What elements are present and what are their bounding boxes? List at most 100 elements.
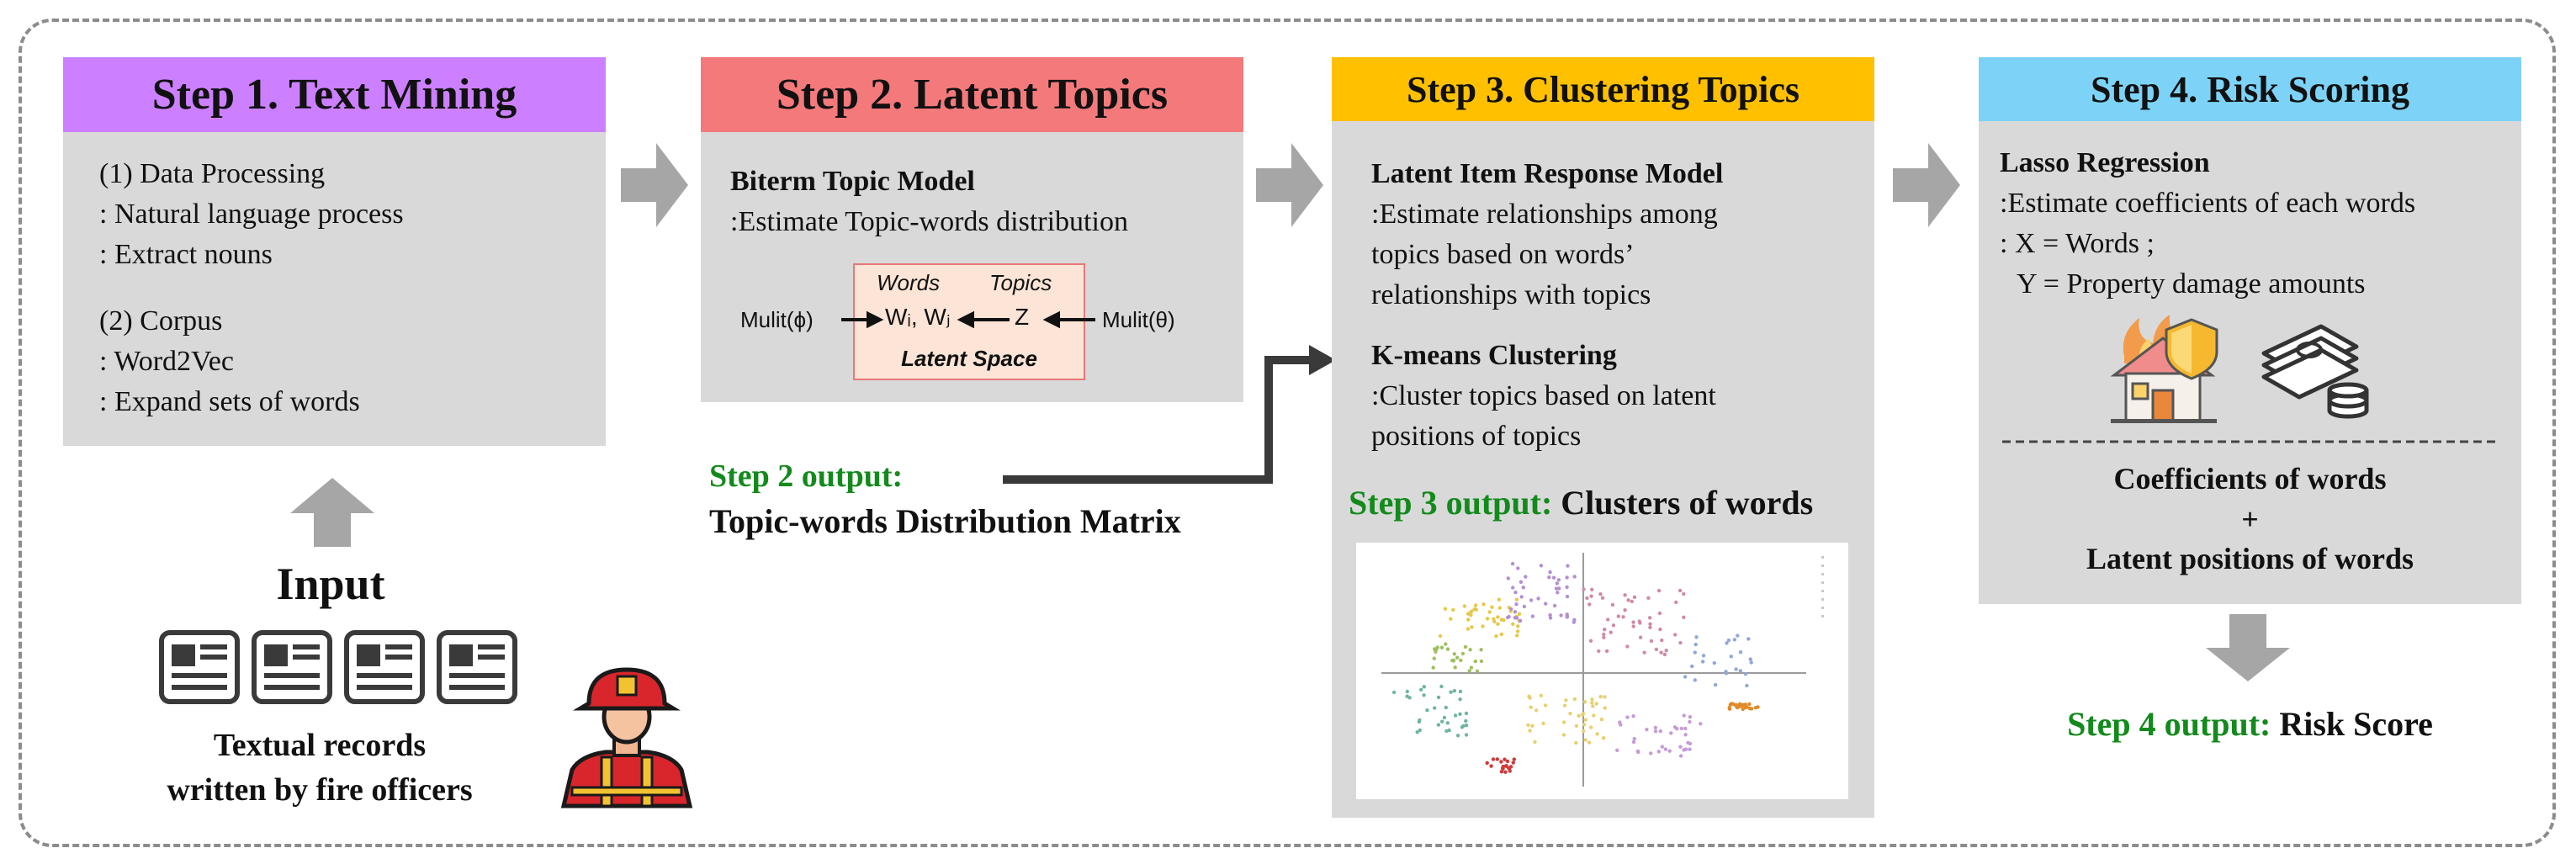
scatter-point — [1741, 707, 1745, 712]
scatter-point — [1491, 757, 1496, 761]
scatter-point — [1462, 604, 1467, 608]
scatter-point — [1452, 689, 1457, 693]
scatter-point — [1435, 645, 1439, 649]
scatter-point — [1693, 642, 1698, 647]
scatter-point — [1530, 724, 1534, 728]
scatter-point — [1606, 618, 1610, 622]
scatter-point — [1559, 613, 1563, 618]
step3-title: Step 3. Clustering Topics — [1407, 68, 1799, 110]
scatter-point — [1544, 602, 1548, 606]
scatter-point — [1422, 693, 1426, 697]
scatter-point — [1590, 587, 1594, 591]
scatter-point — [1501, 764, 1505, 769]
scatter-point — [1631, 624, 1635, 628]
scatter-point — [1693, 678, 1697, 682]
scatter-point — [1452, 652, 1456, 656]
scatter-point — [1511, 586, 1515, 590]
step4-result-plus: + — [2241, 502, 2259, 536]
scatter-point — [1572, 575, 1577, 579]
scatter-point — [1502, 618, 1506, 623]
down-arrow-icon — [2206, 614, 2290, 681]
scatter-point — [1548, 612, 1552, 618]
scatter-point — [1479, 659, 1484, 664]
scatter-point — [1587, 740, 1592, 745]
step2-model-name: Biterm Topic Model — [730, 166, 975, 197]
scatter-point — [1699, 722, 1703, 726]
scatter-point — [1512, 757, 1516, 761]
scatter-point — [1555, 581, 1559, 586]
scatter-point — [1621, 615, 1625, 619]
scatter-point — [1419, 687, 1423, 692]
scatter-point — [1469, 613, 1473, 618]
scatter-point — [1504, 764, 1508, 768]
scatter-point — [1533, 739, 1537, 745]
scatter-point — [1514, 602, 1519, 607]
newspaper-icon — [159, 630, 240, 704]
scatter-point — [1701, 654, 1706, 658]
step4-model-name: Lasso Regression — [2000, 147, 2210, 178]
scatter-point — [1598, 695, 1603, 699]
scatter-point — [1743, 671, 1748, 676]
scatter-point — [1556, 578, 1561, 582]
scatter-point — [1422, 685, 1426, 689]
scatter-point — [1589, 725, 1593, 729]
scatter-point — [1631, 714, 1635, 718]
scatter-point — [1433, 647, 1437, 651]
scatter-point — [1489, 764, 1493, 768]
input-caption-line1: Textual records — [213, 728, 427, 763]
scatter-point — [1582, 729, 1586, 734]
scatter-point — [1615, 748, 1619, 752]
scatter-point — [1528, 729, 1532, 733]
scatter-point — [1534, 708, 1539, 713]
scatter-point — [1603, 706, 1607, 710]
scatter-point — [1582, 723, 1587, 727]
scatter-point — [1682, 748, 1686, 752]
scatter-point — [1464, 733, 1469, 737]
topic-z-symbol: Z — [1015, 304, 1030, 330]
step4-output-value: Risk Score — [2279, 705, 2433, 743]
scatter-point — [1509, 607, 1513, 612]
scatter-point — [1514, 597, 1519, 602]
scatter-point — [1667, 749, 1672, 753]
money-icon — [2261, 324, 2369, 419]
scatter-point — [1524, 575, 1528, 579]
scatter-point — [1511, 622, 1515, 626]
scatter-point — [1451, 607, 1455, 612]
scatter-point — [1543, 703, 1548, 708]
scatter-point — [1415, 730, 1419, 734]
scatter-point — [1473, 659, 1477, 664]
scatter-point — [1565, 585, 1569, 590]
scatter-point — [1405, 689, 1409, 694]
step1-line6: : Expand sets of words — [99, 386, 360, 417]
scatter-point — [1581, 712, 1586, 716]
scatter-point — [1678, 588, 1683, 593]
scatter-point — [1515, 633, 1519, 638]
scatter-point — [1508, 769, 1512, 773]
scatter-point — [1459, 658, 1463, 663]
scatter-point — [1565, 594, 1570, 599]
step3-model2-desc-line2: positions of topics — [1371, 421, 1582, 452]
scatter-point — [1516, 624, 1520, 628]
scatter-point — [1654, 647, 1659, 652]
topics-label: Topics — [989, 270, 1052, 295]
scatter-point — [1631, 620, 1635, 624]
scatter-point — [1470, 625, 1474, 629]
scatter-point — [1750, 707, 1754, 711]
scatter-point — [1609, 630, 1613, 634]
scatter-point — [1464, 711, 1469, 716]
step3-header: Step 3. Clustering Topics — [1332, 57, 1874, 121]
scatter-point — [1733, 703, 1738, 708]
scatter-point — [1582, 587, 1586, 591]
scatter-point — [1431, 665, 1435, 670]
step3-model2-name: K-means Clustering — [1371, 340, 1617, 371]
scatter-point — [1439, 684, 1444, 689]
scatter-point — [1656, 750, 1661, 754]
scatter-point — [1646, 596, 1651, 600]
scatter-point — [1583, 738, 1587, 742]
scatter-point — [1536, 596, 1540, 601]
step1-line1: (1) Data Processing — [99, 158, 326, 189]
scatter-point — [1405, 694, 1409, 698]
scatter-point — [1725, 641, 1729, 645]
scatter-point — [1466, 612, 1471, 616]
